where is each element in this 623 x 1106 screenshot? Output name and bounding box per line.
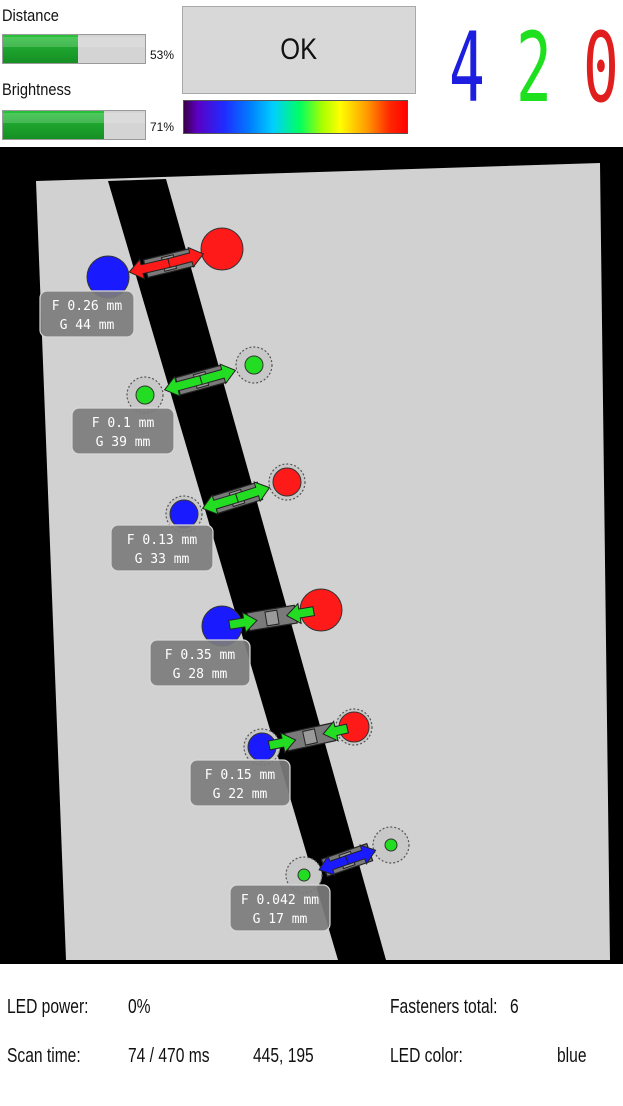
- fastener-arrow-right: [167, 246, 205, 269]
- fastener-f-value: F 0.15 mm: [205, 768, 276, 783]
- fastener-marker-1: F 0.26 mm G 44 mm: [39, 227, 244, 338]
- fastener-g-value: G 28 mm: [173, 667, 228, 682]
- fasteners-total-value: 6: [510, 996, 519, 1018]
- distance-bar-fill: [3, 35, 79, 63]
- fasteners-total-label: Fasteners total:: [390, 996, 498, 1018]
- fastener-label-box: [110, 524, 214, 572]
- scan-time-label: Scan time:: [7, 1045, 81, 1067]
- fastener-arrow-left: [228, 611, 258, 634]
- fastener-label-box: [71, 407, 175, 455]
- fastener-marker-2: F 0.1 mm G 39 mm: [71, 346, 273, 455]
- counter-digit-blue: 4: [449, 12, 485, 124]
- led-color-label: LED color:: [390, 1045, 463, 1067]
- fastener-right-point: [384, 838, 398, 852]
- fastener-g-value: G 17 mm: [253, 912, 308, 927]
- ok-button-label: OK: [280, 33, 318, 66]
- led-power-value: 0%: [128, 996, 151, 1018]
- fastener-arrow-right: [322, 720, 349, 742]
- fastener-marker-3: F 0.13 mm G 33 mm: [110, 463, 306, 572]
- fastener-arrow-right: [199, 363, 237, 385]
- seam-strip: [108, 179, 386, 960]
- fastener-marker-6: F 0.042 mm G 17 mm: [229, 826, 410, 932]
- fastener-g-value: G 39 mm: [96, 435, 151, 450]
- led-power-label: LED power:: [7, 996, 89, 1018]
- fastener-arrow-left: [318, 854, 350, 876]
- fastener-g-value: G 44 mm: [60, 318, 115, 333]
- fastener-left-point: [297, 868, 311, 882]
- fastener-left-point: [169, 499, 199, 529]
- led-color-value: blue: [557, 1045, 587, 1067]
- fastener-g-value: G 33 mm: [135, 552, 190, 567]
- brightness-label: Brightness: [2, 80, 72, 99]
- fastener-g-value: G 22 mm: [213, 787, 268, 802]
- fastener-f-value: F 0.13 mm: [127, 533, 198, 548]
- fastener-right-point: [272, 467, 302, 497]
- fastener-bracket-center: [264, 609, 280, 627]
- fastener-bracket-center: [302, 728, 318, 746]
- fastener-arrow-left: [128, 258, 171, 280]
- fastener-label-box: [229, 884, 331, 932]
- cursor-coordinates: 445, 195: [253, 1045, 314, 1067]
- counter-digit-red: 0: [583, 12, 619, 124]
- counter-digit-green: 2: [516, 12, 552, 124]
- fastener-f-value: F 0.35 mm: [165, 648, 236, 663]
- fastener-arrow-left: [267, 732, 297, 754]
- fastener-arrow-right: [234, 481, 271, 503]
- ok-button[interactable]: OK: [182, 6, 416, 94]
- fastener-marker-4: F 0.35 mm G 28 mm: [149, 588, 343, 687]
- fastener-label-box: [39, 290, 135, 338]
- fastener-f-value: F 0.26 mm: [52, 299, 123, 314]
- color-spectrum-bar: [183, 100, 408, 134]
- fastener-arrow-left: [163, 375, 203, 397]
- fastener-label-box: [189, 759, 291, 807]
- fastener-left-point: [135, 385, 155, 405]
- scan-image: F 0.26 mm G 44 mm F 0.1 mm G 39 mm F 0.13 mm…: [36, 163, 610, 960]
- fastener-marker-5: F 0.15 mm G 22 mm: [189, 708, 373, 807]
- scan-time-value: 74 / 470 ms: [128, 1045, 210, 1067]
- fastener-arrow-right: [285, 602, 315, 625]
- fastener-right-point: [200, 227, 244, 271]
- distance-percent: 53%: [150, 48, 175, 62]
- fastener-f-value: F 0.042 mm: [241, 893, 319, 908]
- fastener-right-point: [244, 355, 264, 375]
- brightness-bar-fill: [3, 111, 104, 139]
- brightness-percent: 71%: [150, 120, 175, 134]
- distance-bar: [2, 34, 146, 64]
- fastener-arrow-right: [344, 844, 377, 866]
- fastener-label-box: [149, 639, 251, 687]
- brightness-bar: [2, 110, 146, 140]
- distance-label: Distance: [2, 6, 59, 25]
- fastener-f-value: F 0.1 mm: [92, 416, 155, 431]
- fastener-arrow-left: [201, 493, 239, 516]
- scan-viewer[interactable]: F 0.26 mm G 44 mm F 0.1 mm G 39 mm F 0.13 mm…: [0, 147, 623, 964]
